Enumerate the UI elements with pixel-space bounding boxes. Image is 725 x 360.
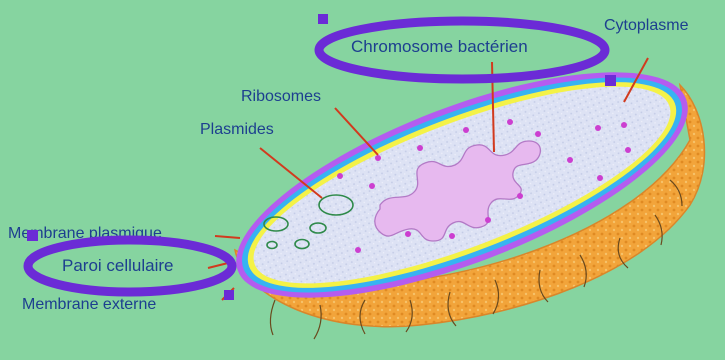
ribosome — [375, 155, 381, 161]
label-plasmids: Plasmides — [200, 121, 274, 138]
ribosome — [597, 175, 603, 181]
marker-square — [224, 290, 234, 300]
label-cell-wall: Paroi cellulaire — [62, 256, 174, 275]
ribosome — [625, 147, 631, 153]
ribosome — [355, 247, 361, 253]
label-ribosomes: Ribosomes — [241, 88, 321, 105]
ribosome — [463, 127, 469, 133]
label-outer-membrane: Membrane externe — [22, 296, 156, 313]
ribosome — [337, 173, 343, 179]
ribosome — [369, 183, 375, 189]
marker-square — [27, 230, 38, 241]
marker-square — [318, 14, 328, 24]
ribosome — [507, 119, 513, 125]
ribosome — [517, 193, 523, 199]
label-cytoplasm: Cytoplasme — [604, 17, 689, 34]
ribosome — [595, 125, 601, 131]
ribosome — [485, 217, 491, 223]
label-chromosome: Chromosome bactérien — [351, 37, 528, 56]
ribosome — [449, 233, 455, 239]
ribosome — [535, 131, 541, 137]
ribosome — [621, 122, 627, 128]
ribosome — [417, 145, 423, 151]
ribosome — [405, 231, 411, 237]
marker-square — [605, 75, 616, 86]
ribosome — [567, 157, 573, 163]
